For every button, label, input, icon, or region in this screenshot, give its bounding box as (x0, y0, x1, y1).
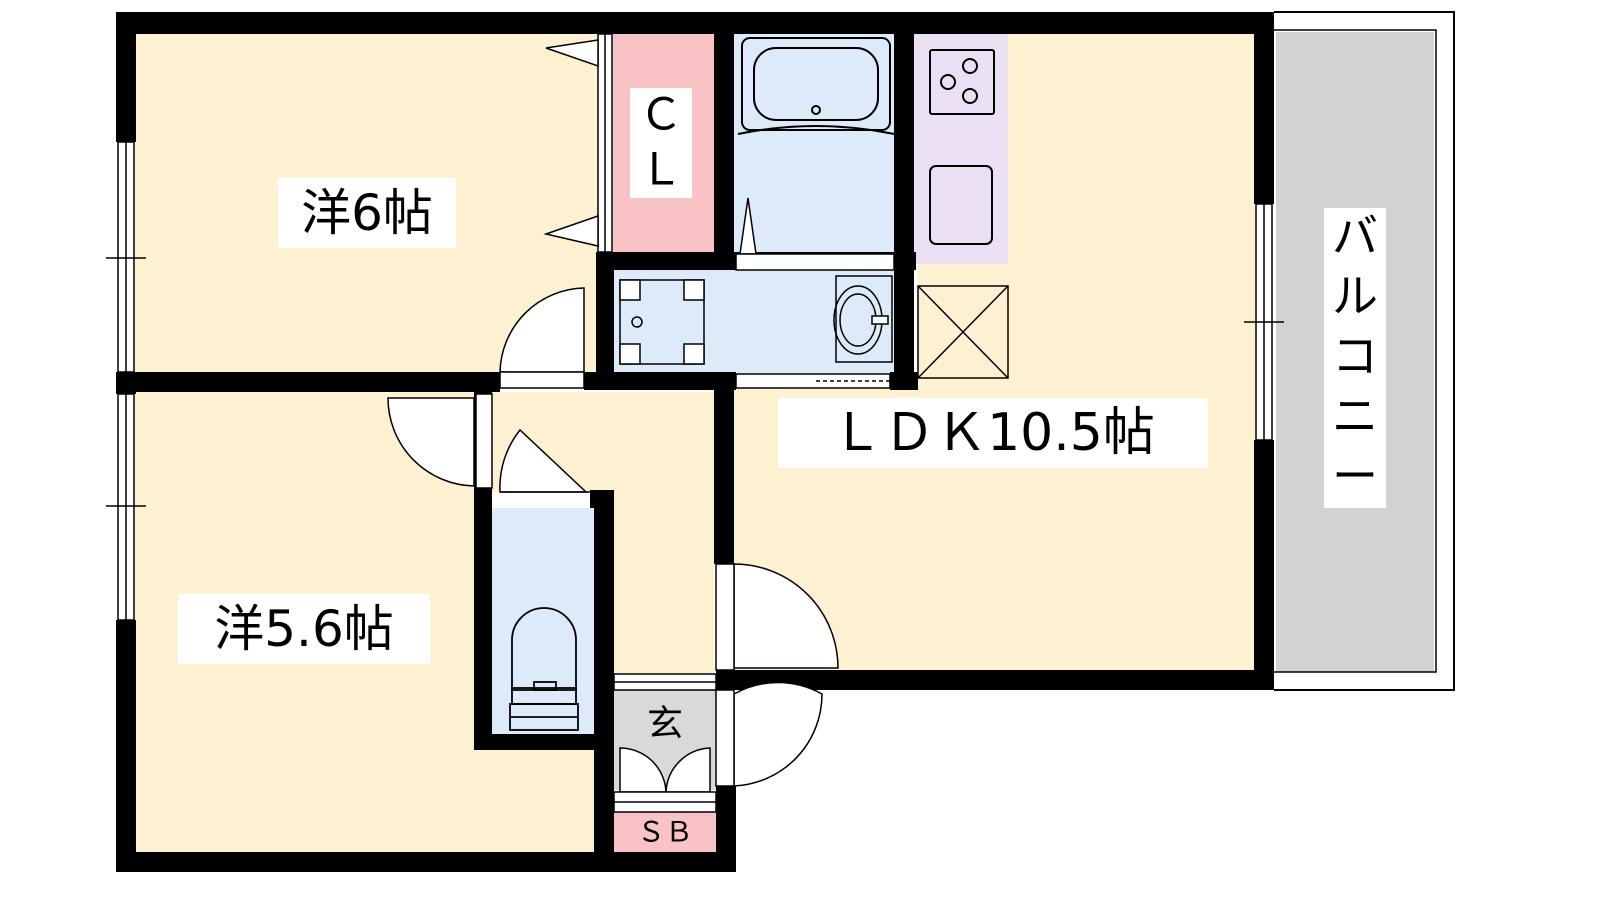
wall-bath-right (894, 12, 914, 390)
wall-toilet-left (474, 488, 492, 750)
wall-closet-left (596, 254, 614, 388)
entrance-label: 玄 (647, 704, 683, 745)
door-room1 (499, 287, 585, 373)
washing-machine-space-icon (619, 279, 705, 365)
stove-icon (929, 49, 995, 115)
wall-toilet-top (590, 490, 614, 508)
wall-toilet-bottom (474, 734, 614, 750)
washbasin-icon (833, 275, 893, 363)
kitchen-sink-icon (929, 165, 993, 245)
toilet-icon (509, 607, 579, 731)
wall-left-lower (116, 620, 136, 872)
walls (116, 12, 1274, 872)
wall-bottom-right (716, 670, 1274, 690)
balcony-char-5: ー (1332, 449, 1378, 503)
wall-left-upper (116, 12, 136, 142)
doors (387, 33, 895, 813)
windows (106, 141, 1284, 621)
closet-label-line2: Ｌ (639, 145, 683, 196)
balcony-char-4: ニ (1332, 389, 1378, 443)
balcony-char-1: バ (1332, 209, 1378, 263)
wall-washroom-bottom-left (584, 372, 736, 390)
washroom-floor (612, 270, 896, 374)
bathtub (737, 37, 895, 135)
closet-label-line1: Ｃ (639, 90, 683, 141)
balcony-char-2: ル (1332, 269, 1378, 323)
wall-bottom-left (116, 852, 736, 872)
wall-entrance-right (716, 670, 736, 690)
wall-room1-bottom (116, 372, 500, 392)
toilet-floor (492, 508, 596, 734)
fixtures (509, 37, 1009, 731)
shoe-box-floor (614, 812, 716, 852)
shoe-box-doors (619, 747, 667, 793)
wall-top (116, 12, 1274, 34)
door-toilet (499, 428, 588, 493)
western-room-2-label: 洋5.6帖 (214, 600, 394, 658)
refrigerator-space-icon (917, 285, 1009, 379)
wall-closet-right (714, 12, 734, 270)
hallway-floor-2 (608, 492, 714, 676)
ldk-label: ＬＤＫ10.5帖 (831, 403, 1155, 463)
western-room-1-label: 洋6帖 (301, 184, 433, 242)
wall-right-upper (1254, 12, 1274, 204)
wall-hall-right (714, 388, 734, 564)
door-room2 (387, 397, 475, 487)
balcony-railing (1274, 11, 1455, 691)
western-room-2-lower-floor (480, 748, 608, 852)
shoe-box-label: ＳＢ (637, 816, 693, 849)
wall-entrance-right-lower (716, 786, 736, 872)
door-ldk (733, 563, 839, 669)
balcony-char-3: コ (1332, 329, 1378, 383)
wall-washroom-bottom-right (890, 372, 918, 390)
door-entrance (733, 681, 823, 787)
wall-right-lower (1254, 440, 1274, 690)
wall-toilet-right (594, 490, 614, 852)
room-labels: 洋6帖 洋5.6帖 ＬＤＫ10.5帖 Ｃ Ｌ バ ル コ ニ ー 玄 ＳＢ (178, 88, 1386, 849)
